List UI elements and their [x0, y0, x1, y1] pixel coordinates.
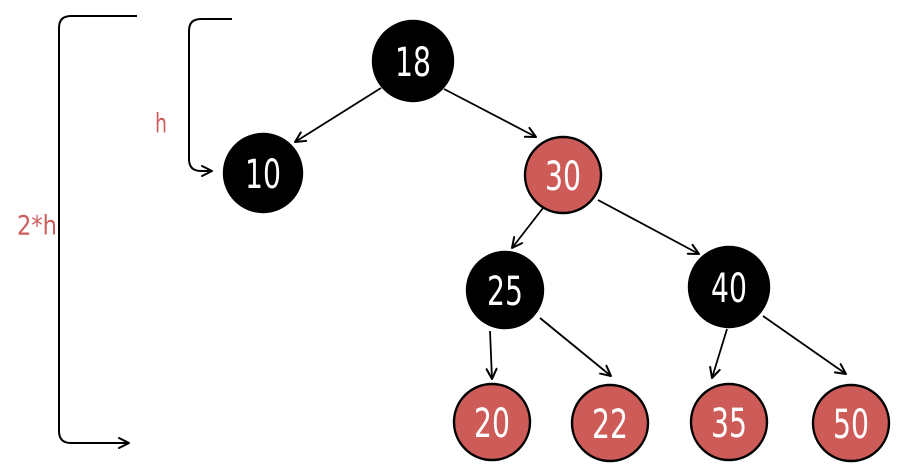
tree-node-20: 20	[452, 382, 532, 462]
node-value: 20	[474, 401, 510, 447]
black-node-circle	[371, 19, 455, 103]
height-bracket-h	[188, 18, 232, 177]
edge-30-40	[597, 199, 700, 255]
annotation-h: h	[155, 109, 167, 140]
tree-node-22: 22	[570, 383, 650, 463]
node-value: 35	[711, 401, 747, 447]
height-brackets	[58, 15, 232, 449]
node-value: 30	[545, 154, 581, 200]
edge-40-35	[709, 328, 728, 379]
red-node-circle	[570, 383, 650, 463]
node-value: 50	[833, 402, 869, 448]
annotation-2h: 2*h	[17, 211, 57, 242]
red-node-circle	[452, 382, 532, 462]
tree-edges	[294, 87, 847, 380]
node-value: 22	[592, 402, 628, 448]
node-value: 40	[711, 266, 747, 312]
tree-nodes: 18 10 30 25 40 20 22 35 50	[222, 19, 891, 463]
height-bracket-2h	[58, 15, 137, 449]
edge-18-30	[443, 88, 537, 138]
tree-node-10: 10	[222, 132, 304, 214]
tree-node-18: 18	[371, 19, 455, 103]
node-value: 25	[487, 269, 523, 315]
edge-25-20	[485, 330, 498, 380]
node-value: 10	[245, 152, 281, 198]
black-node-circle	[222, 132, 304, 214]
black-node-circle	[465, 250, 545, 330]
tree-node-25: 25	[465, 250, 545, 330]
red-node-circle	[523, 135, 603, 215]
tree-node-40: 40	[687, 245, 771, 329]
edge-25-22	[539, 317, 612, 377]
node-value: 18	[395, 40, 431, 86]
tree-node-30: 30	[523, 135, 603, 215]
edge-30-25	[510, 207, 544, 249]
edge-18-10	[294, 87, 382, 143]
black-node-circle	[687, 245, 771, 329]
tree-node-50: 50	[811, 383, 891, 463]
edge-40-50	[762, 315, 847, 375]
tree-node-35: 35	[689, 382, 769, 462]
red-node-circle	[689, 382, 769, 462]
red-node-circle	[811, 383, 891, 463]
height-labels: h 2*h	[17, 109, 167, 242]
